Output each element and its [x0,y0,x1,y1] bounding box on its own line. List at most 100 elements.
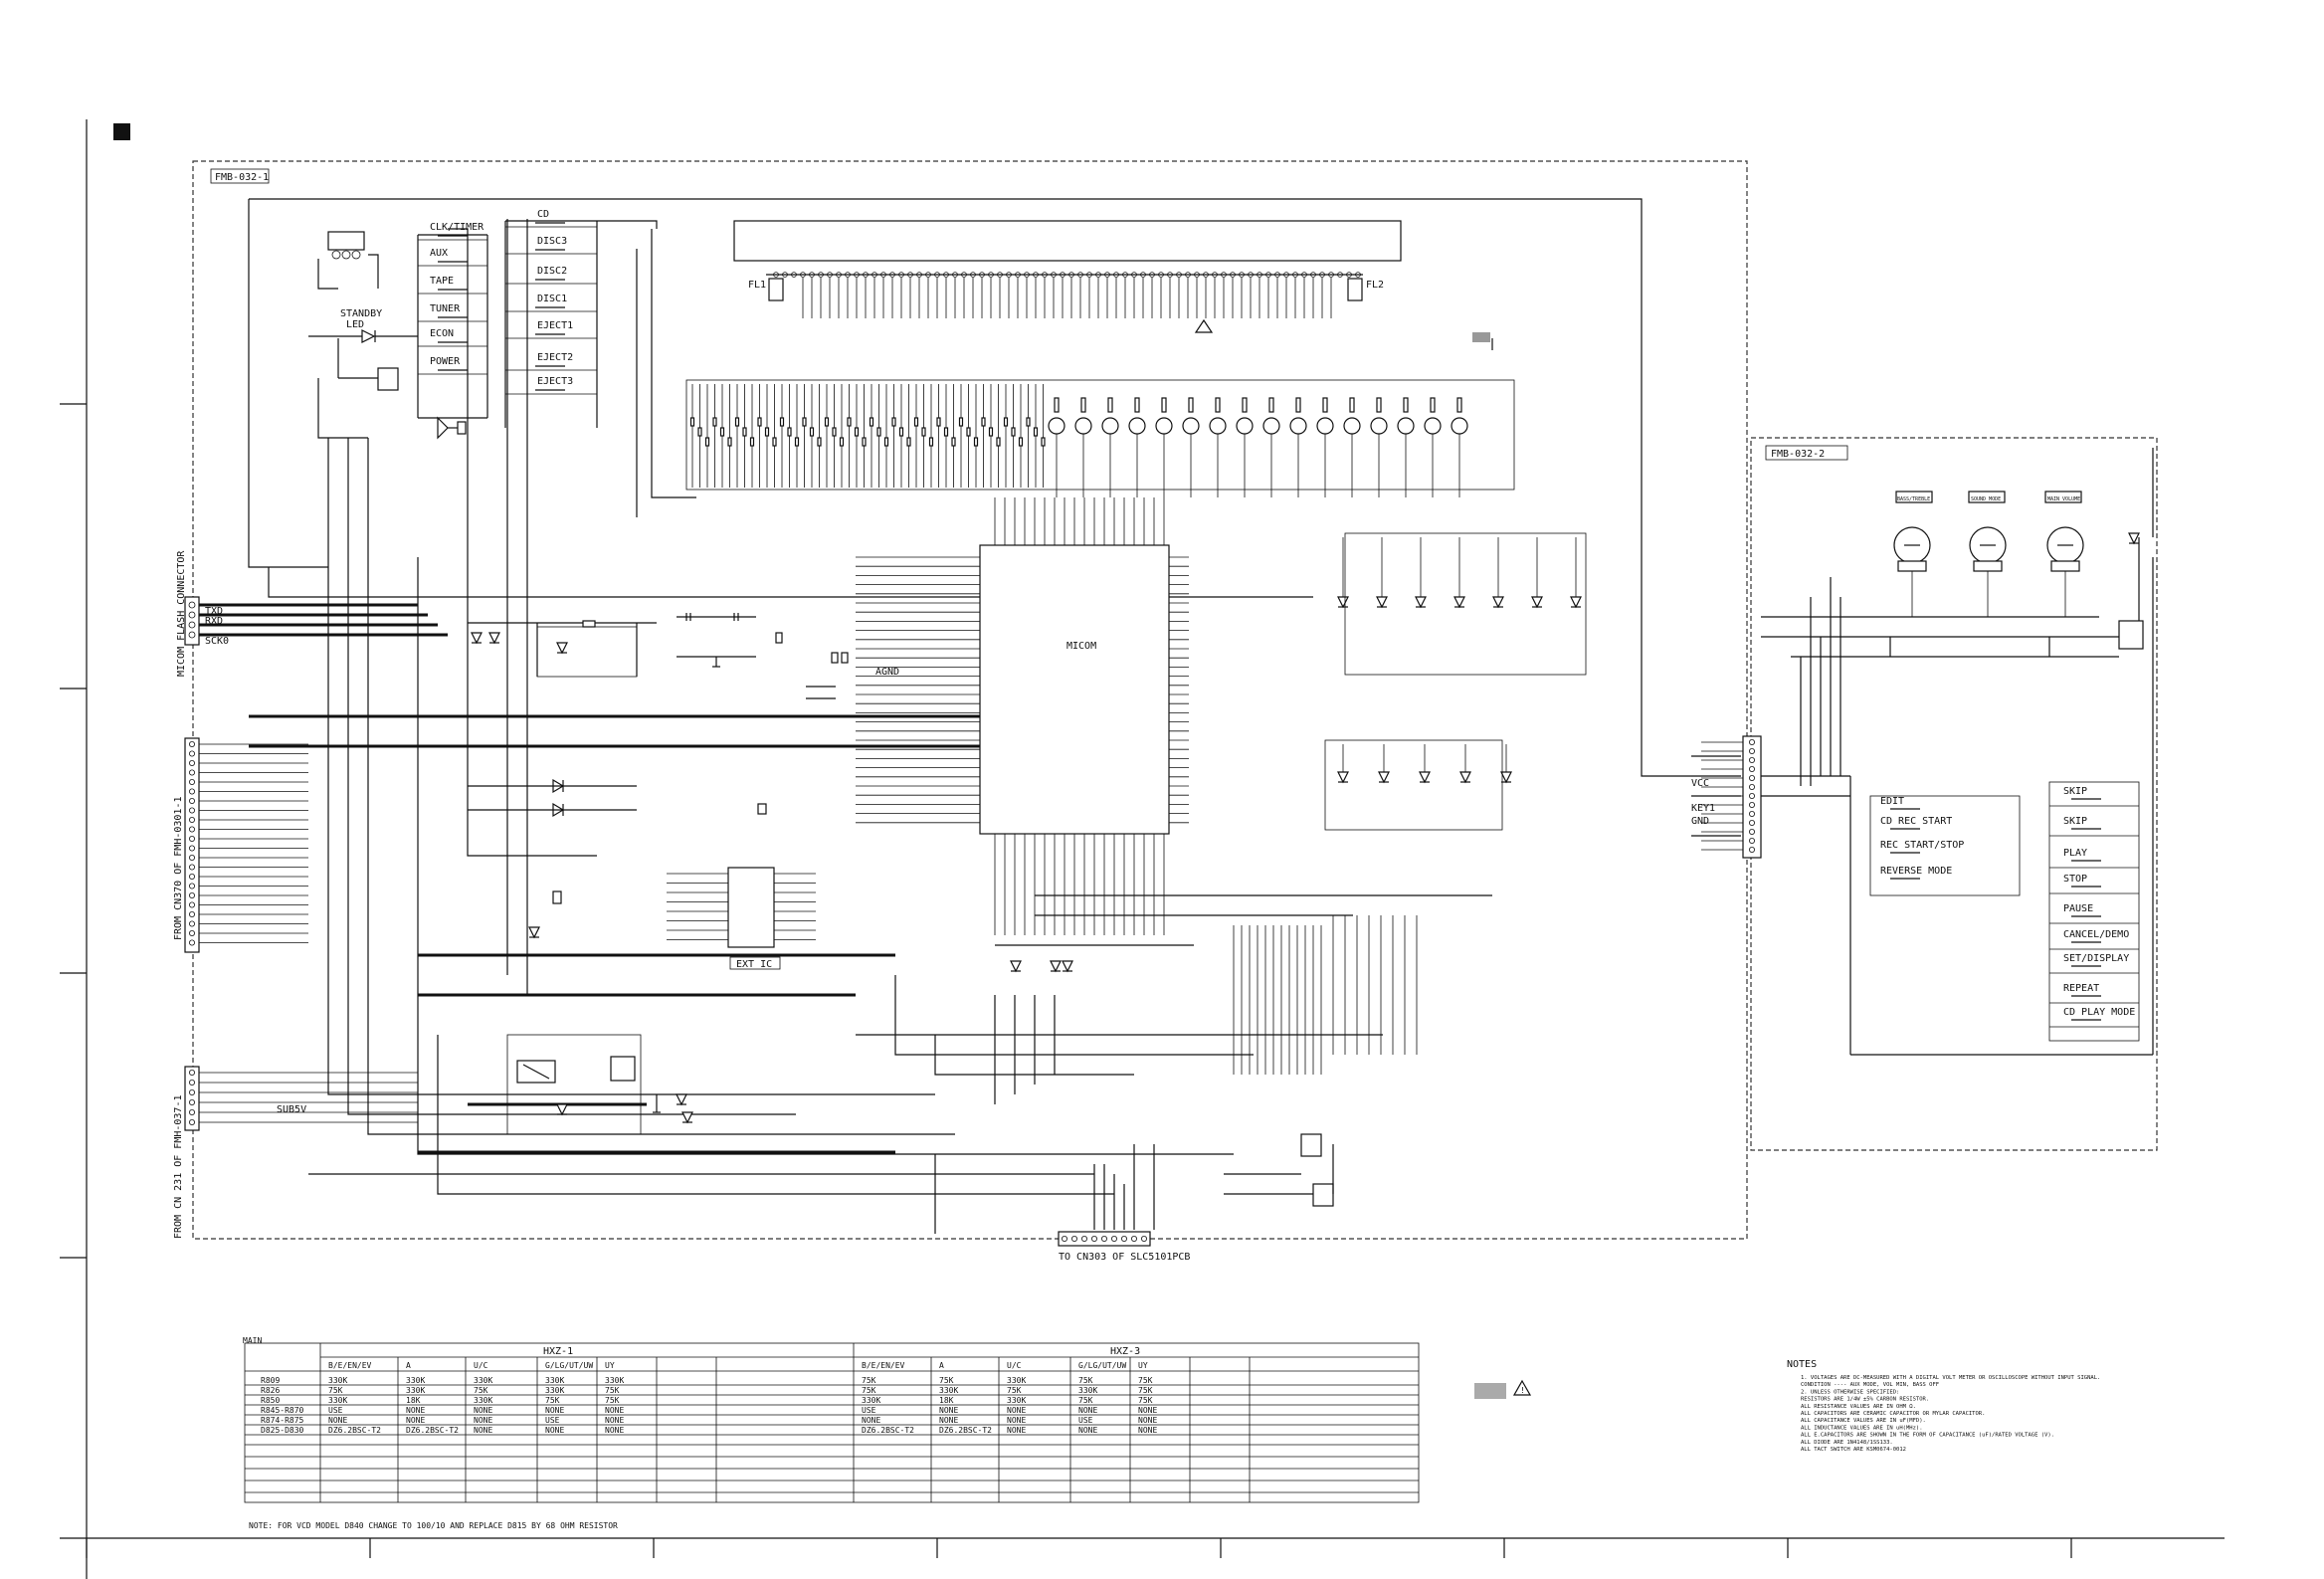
bank-resistor [794,437,800,447]
grid-transistor [1289,417,1307,435]
link-pin [1749,847,1756,854]
grid-resistor [1295,397,1301,413]
link-pin [1749,820,1756,827]
link-pin [1749,829,1756,836]
fl-pin-array [773,272,1361,318]
notes-line: ALL RESISTANCE VALUES ARE IN OHM Ω. [1801,1404,1916,1410]
fl1-label: FL1 [748,280,766,291]
micom-chip [856,497,1189,935]
table-cell: NONE [605,1426,624,1435]
disc-switch-label: CD [537,209,549,220]
table-cell: NONE [545,1426,564,1435]
grid-resistor [1268,397,1274,413]
table-col-header: U/C [474,1361,488,1370]
potentiometers [1893,526,2084,617]
link-pin [1749,802,1756,809]
bank-resistor [988,427,994,437]
fl-pin [1104,272,1110,278]
pot-body [2050,560,2080,572]
fl-pin [1283,272,1289,278]
fl-pin [1239,272,1245,278]
fl-pin [1113,272,1119,278]
table-cell: NONE [1007,1406,1026,1415]
bank-resistor [757,417,762,427]
grid-resistor [1215,397,1221,413]
cn370-pin [188,769,195,776]
caution-marks: ! [1194,318,1532,1399]
cn303-connector [1058,1231,1151,1247]
table-cell: 75K [474,1386,488,1395]
bank-resistor [951,437,956,447]
bank-resistor [772,437,777,447]
grid-transistor [1048,417,1065,435]
bank-resistor [1011,427,1016,437]
bank-resistor [891,417,896,427]
fl-pin [1212,272,1218,278]
table-col-header: G/LG/UT/UW [1078,1361,1126,1370]
link-pin-key1: KEY1 [1691,803,1715,814]
fl-pin [1337,272,1343,278]
pot-body [1897,560,1927,572]
bank-resistor [712,417,717,427]
bank-resistor [1033,427,1039,437]
cn303-label: TO CN303 OF SLC5101PCB [1059,1252,1190,1263]
bank-resistor [854,427,860,437]
table-col-header: G/LG/UT/UW [545,1361,593,1370]
fl-pin [1257,272,1262,278]
right-key-label: CD PLAY MODE [2063,1007,2135,1018]
fl-pin [1203,272,1209,278]
bottom-border [60,1537,2225,1558]
grid-transistor [1209,417,1227,435]
fl2-label: FL2 [1366,280,1384,291]
micom-label: MICOM [1066,641,1096,652]
right-key-label: SKIP [2063,786,2087,797]
lower-diodes [994,944,1194,1104]
fl-pin [809,272,815,278]
table-cell: USE [545,1416,560,1425]
table-col-header: UY [605,1361,615,1370]
fl-pin [1095,272,1101,278]
grid-transistor [1370,417,1388,435]
output-transistors [1093,1133,1334,1230]
bank-resistor [1041,437,1046,447]
led [1415,596,1427,609]
fl-pin [845,272,851,278]
bank-resistor [996,437,1001,447]
table-cell: NONE [406,1406,425,1415]
mode-switch-label: ECON [430,328,454,339]
cn303-pin [1062,1236,1068,1243]
fl-pin [791,272,797,278]
cn231-pin [188,1099,195,1106]
notes-line: CONDITION ---- AUX MODE, VOL MIN, BASS O… [1801,1382,1939,1388]
table-row-name: R826 [261,1386,280,1395]
table-corner: MAIN [243,1336,262,1345]
link-pin [1749,793,1756,800]
table-cell: 330K [862,1396,880,1405]
notes-line: ALL CAPACITORS ARE CERAMIC CAPACITOR OR … [1801,1411,1985,1417]
bank-resistor [697,427,702,437]
table-cell: 330K [545,1386,564,1395]
cn370-pin [188,760,195,767]
fl-pin [1077,272,1083,278]
cn231-sub5v: SUB5V [277,1104,306,1115]
bank-resistor [876,427,881,437]
table-cell: USE [862,1406,876,1415]
flash-pin-sck0: SCK0 [205,636,229,647]
fl-pin [1328,272,1334,278]
table-cell: 330K [939,1386,958,1395]
grid-resistor [1430,397,1436,413]
bank-resistor [869,417,874,427]
table-cell: 75K [1138,1396,1153,1405]
bank-resistor [839,437,845,447]
grid-transistor [1074,417,1092,435]
table-cell: DZ6.2BSC-T2 [328,1426,381,1435]
table-cell: NONE [474,1406,492,1415]
grid-resistor [1456,397,1462,413]
cn231-pin [188,1109,195,1116]
bank-resistor [734,417,740,427]
cn370-pin [188,836,195,843]
bank-resistor [824,417,830,427]
mid-key-label: CD REC START [1880,816,1952,827]
table-cell: NONE [1078,1426,1097,1435]
